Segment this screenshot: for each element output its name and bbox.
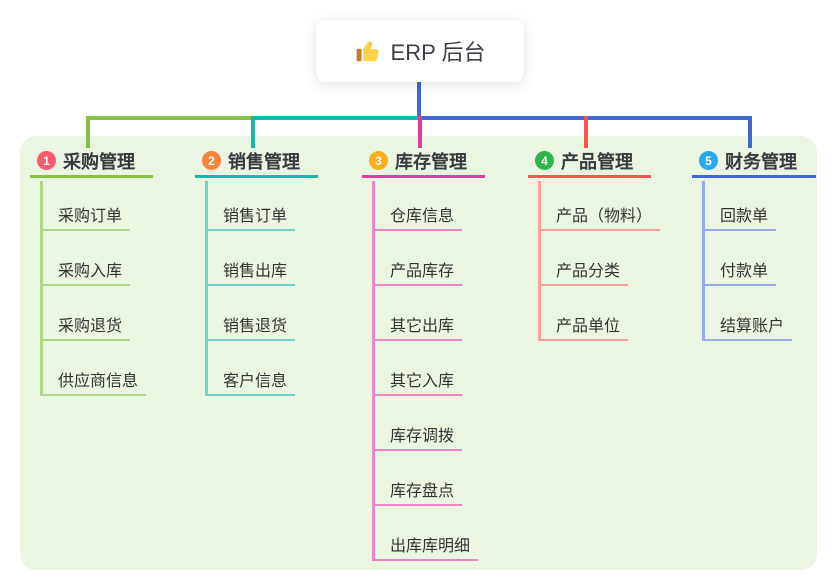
node-branch3-child-5[interactable]: 库存盘点: [372, 480, 463, 506]
branch-4-children-connector: [538, 181, 541, 341]
node-branch3-child-0[interactable]: 仓库信息: [372, 205, 463, 231]
branch-header-4[interactable]: 4 产品管理: [528, 146, 651, 178]
branch-3-number-badge: 3: [369, 151, 388, 170]
connector-root-vertical: [417, 82, 421, 116]
branch-5-label: 财务管理: [725, 151, 797, 172]
branch-3-label: 库存管理: [395, 151, 467, 172]
branch-5-children-connector: [702, 181, 705, 341]
connector-drop-branch-2: [251, 116, 255, 148]
branch-header-5[interactable]: 5 财务管理: [692, 146, 816, 178]
branch-3-children-connector: [372, 181, 375, 561]
thumbs-up-icon: [355, 38, 381, 64]
node-branch2-child-3[interactable]: 客户信息: [205, 370, 296, 396]
root-node-erp[interactable]: ERP 后台: [316, 20, 524, 82]
branch-1-number-badge: 1: [37, 151, 56, 170]
connector-drop-branch-3: [418, 116, 422, 148]
node-branch3-child-3[interactable]: 其它入库: [372, 370, 463, 396]
branch-1-children-connector: [40, 181, 43, 396]
branch-4-label: 产品管理: [561, 151, 633, 172]
node-branch3-child-4[interactable]: 库存调拨: [372, 425, 463, 451]
branches-background-panel: [20, 136, 817, 570]
node-branch4-child-1[interactable]: 产品分类: [538, 260, 629, 286]
node-branch5-child-2[interactable]: 结算账户: [702, 315, 793, 341]
branch-header-2[interactable]: 2 销售管理: [195, 146, 318, 178]
connector-drop-branch-4: [584, 116, 588, 148]
node-branch3-child-2[interactable]: 其它出库: [372, 315, 463, 341]
node-branch1-child-2[interactable]: 采购退货: [40, 315, 131, 341]
node-branch1-child-3[interactable]: 供应商信息: [40, 370, 147, 396]
branch-1-label: 采购管理: [63, 151, 135, 172]
node-branch5-child-1[interactable]: 付款单: [702, 260, 777, 286]
node-branch2-child-0[interactable]: 销售订单: [205, 205, 296, 231]
node-branch1-child-0[interactable]: 采购订单: [40, 205, 131, 231]
node-branch4-child-0[interactable]: 产品（物料）: [538, 205, 661, 231]
branch-header-3[interactable]: 3 库存管理: [362, 146, 485, 178]
branch-5-number-badge: 5: [699, 151, 718, 170]
connector-horizontal-branch-2: [251, 116, 421, 120]
root-title: ERP 后台: [390, 40, 486, 65]
node-branch2-child-2[interactable]: 销售退货: [205, 315, 296, 341]
branch-4-number-badge: 4: [535, 151, 554, 170]
connector-drop-branch-1: [86, 116, 90, 148]
branch-header-1[interactable]: 1 采购管理: [30, 146, 153, 178]
node-branch3-child-6[interactable]: 出库库明细: [372, 535, 479, 561]
node-branch5-child-0[interactable]: 回款单: [702, 205, 777, 231]
node-branch1-child-1[interactable]: 采购入库: [40, 260, 131, 286]
branch-2-number-badge: 2: [202, 151, 221, 170]
node-branch3-child-1[interactable]: 产品库存: [372, 260, 463, 286]
node-branch2-child-1[interactable]: 销售出库: [205, 260, 296, 286]
node-branch4-child-2[interactable]: 产品单位: [538, 315, 629, 341]
branch-2-children-connector: [205, 181, 208, 396]
connector-drop-branch-5: [748, 116, 752, 148]
connector-horizontal-branch-1: [86, 116, 255, 120]
branch-2-label: 销售管理: [228, 151, 300, 172]
